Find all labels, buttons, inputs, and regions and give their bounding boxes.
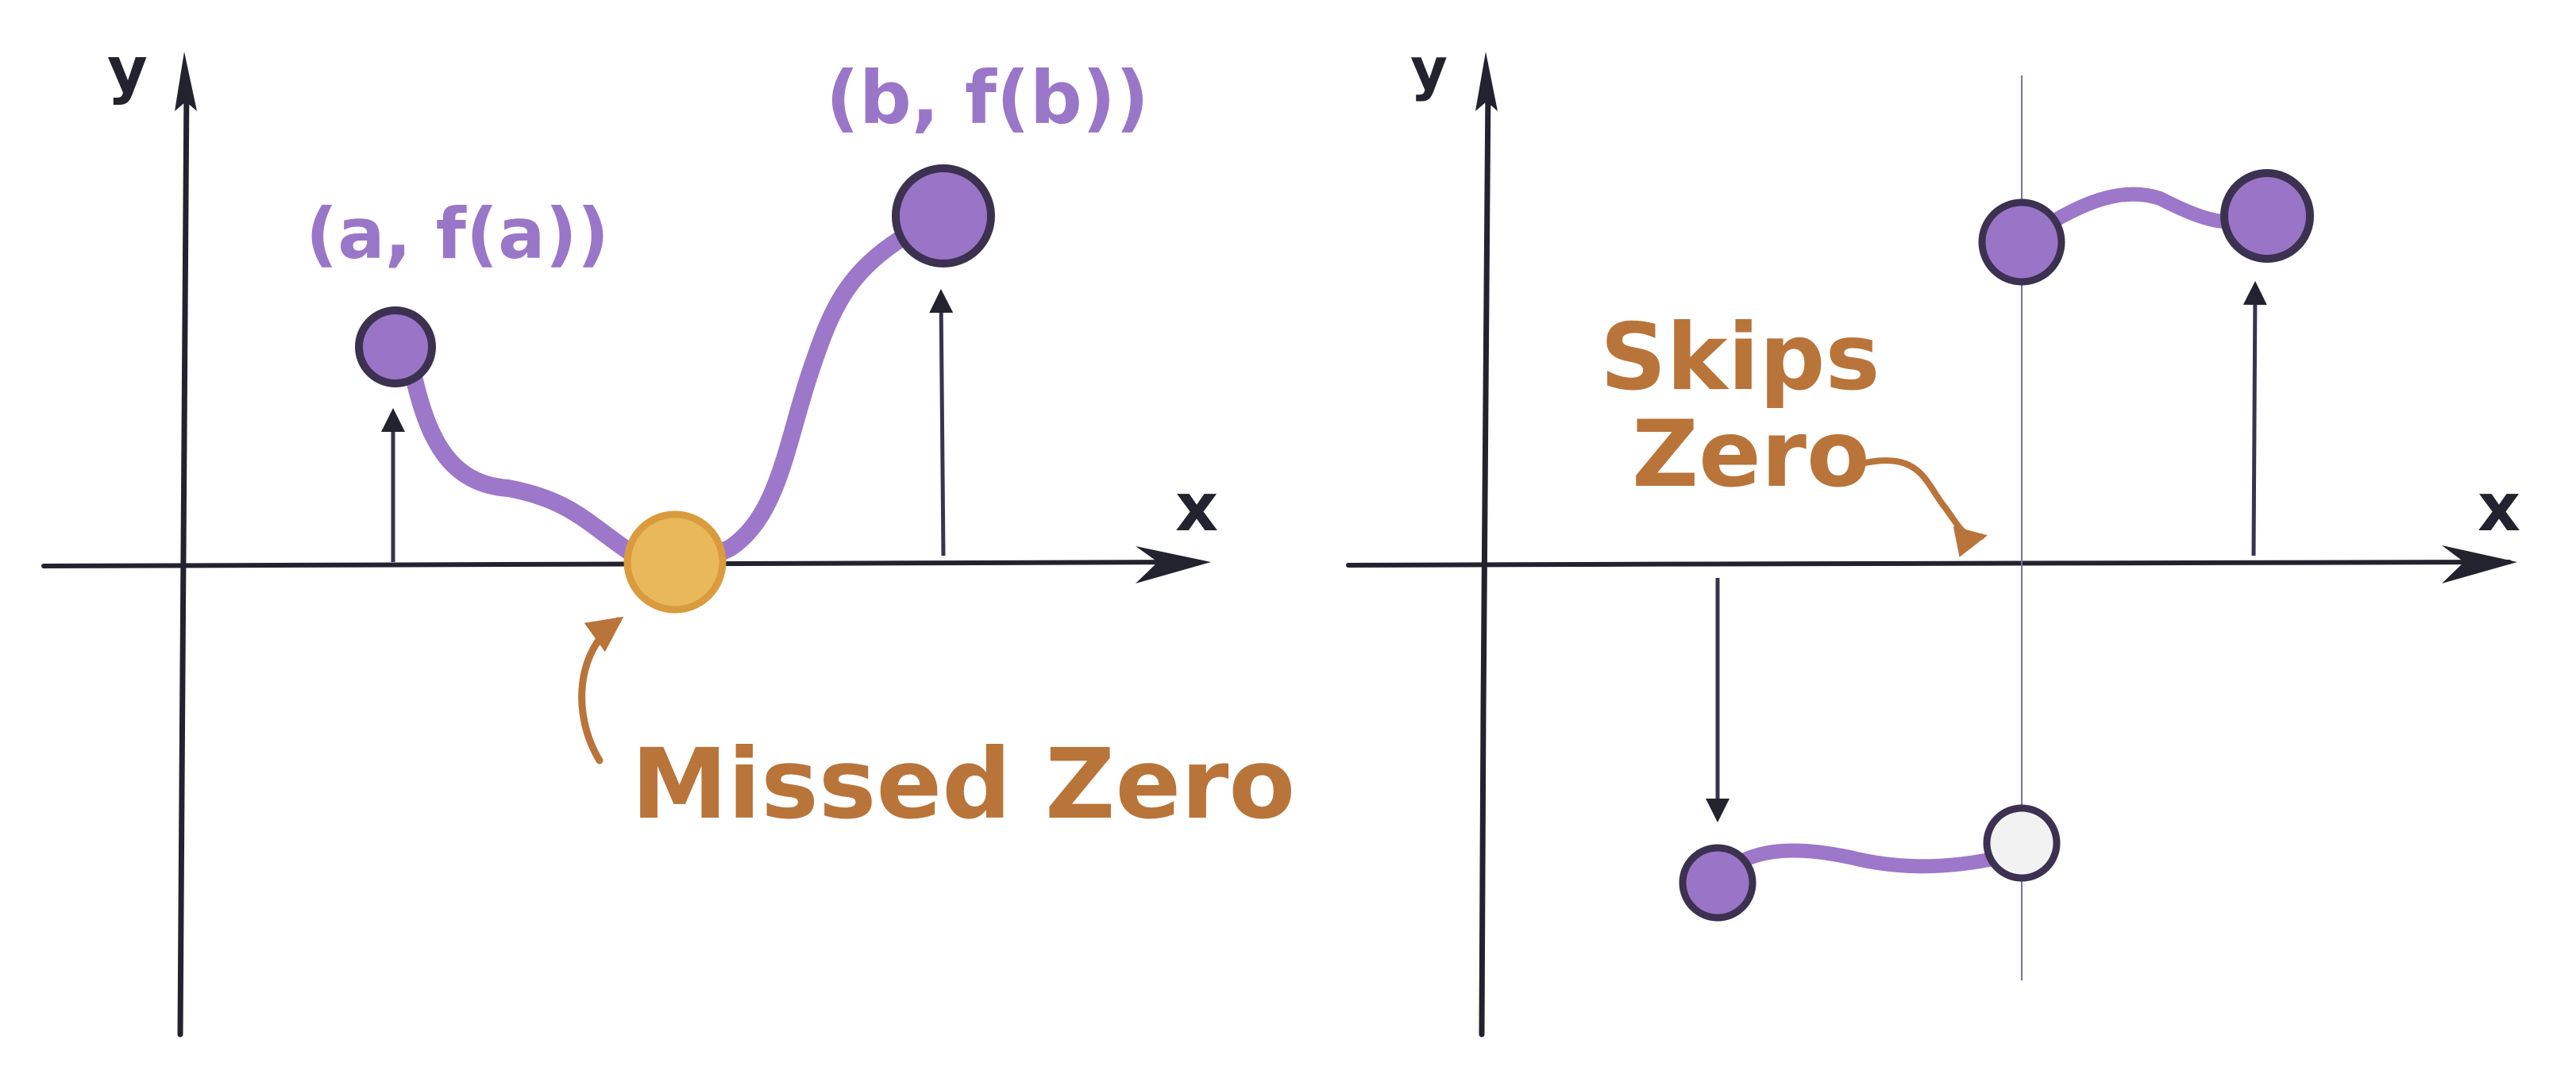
missed-zero-label: Missed Zero [631, 728, 1295, 841]
skips-zero-label-line2: Zero [1632, 401, 1870, 508]
lower-curve-segment [1712, 843, 2008, 884]
right-x-axis [1346, 560, 2512, 568]
left-y-axis-arrowhead [175, 52, 197, 111]
point-b-label: (b, f(b)) [826, 56, 1149, 141]
right-y-axis-label: y [1410, 36, 1448, 102]
open-endpoint [1983, 804, 2061, 882]
missed-zero-point [623, 510, 727, 614]
point-a-label: (a, f(a)) [306, 193, 609, 275]
left-y-axis-label: y [107, 35, 148, 106]
right-x-axis-label: x [2478, 468, 2520, 546]
point-a-right [1679, 844, 1757, 922]
left-axes: y x [41, 35, 1218, 1038]
left-panel: y x (a, f(a)) (b, f(b)) Missed Zero [41, 35, 1295, 1038]
point-a [355, 306, 436, 387]
point-b-right [2220, 169, 2314, 263]
right-y-axis-arrowhead [1475, 52, 1498, 111]
point-b [892, 164, 995, 268]
left-x-axis-label: x [1175, 468, 1218, 546]
left-y-axis [177, 80, 190, 1038]
left-x-axis-arrowhead [1136, 546, 1211, 583]
right-y-axis [1479, 80, 1491, 1038]
missed-zero-arrow [578, 616, 624, 764]
skips-zero-arrow [1855, 457, 1988, 557]
fb-arrow [929, 289, 954, 556]
upper-start-point [1978, 198, 2065, 286]
left-value-arrows [381, 289, 954, 562]
left-x-axis [41, 560, 1201, 568]
right-axes: y x [1346, 36, 2520, 1038]
right-panel: y x Skips Zero [1346, 36, 2520, 1038]
right-x-axis-arrowhead [2442, 545, 2517, 583]
fb-arrow-up [2242, 281, 2267, 556]
skips-zero-label-line1: Skips [1600, 304, 1880, 411]
